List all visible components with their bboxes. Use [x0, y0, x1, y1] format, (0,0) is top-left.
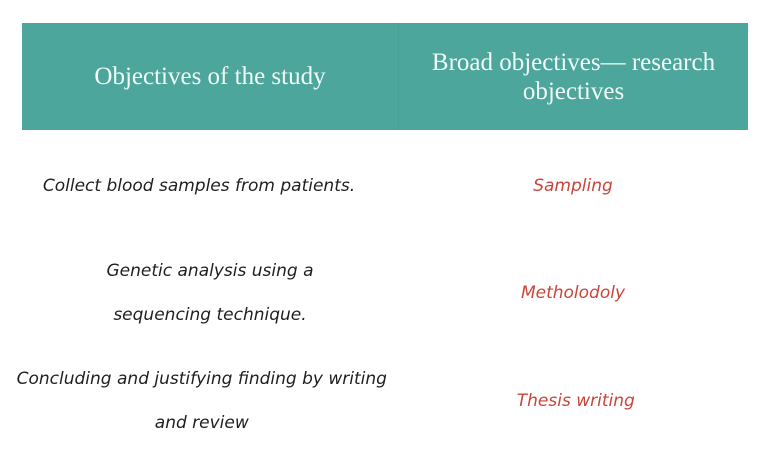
objective-cell: Collect blood samples from patients. — [42, 176, 356, 196]
table-header-row: Objectives of the study Broad objectives… — [22, 23, 748, 130]
header-objectives-of-study: Objectives of the study — [22, 23, 399, 130]
broad-objective-cell: Thesis writing — [516, 391, 635, 411]
broad-objective-cell: Sampling — [533, 176, 613, 196]
objectives-table: Objectives of the study Broad objectives… — [17, 23, 748, 433]
broad-objective-cell: Metholodoly — [520, 283, 626, 303]
table-row: Genetic analysis using a sequencing tech… — [22, 248, 748, 338]
table-row: Collect blood samples from patients. Sam… — [22, 163, 748, 209]
objective-cell: Concluding and justifying finding by wri… — [16, 369, 387, 433]
objective-cell: Genetic analysis using a sequencing tech… — [106, 261, 314, 325]
header-broad-objectives: Broad objectives— research objectives — [431, 48, 716, 105]
table-row: Concluding and justifying finding by wri… — [17, 356, 748, 446]
